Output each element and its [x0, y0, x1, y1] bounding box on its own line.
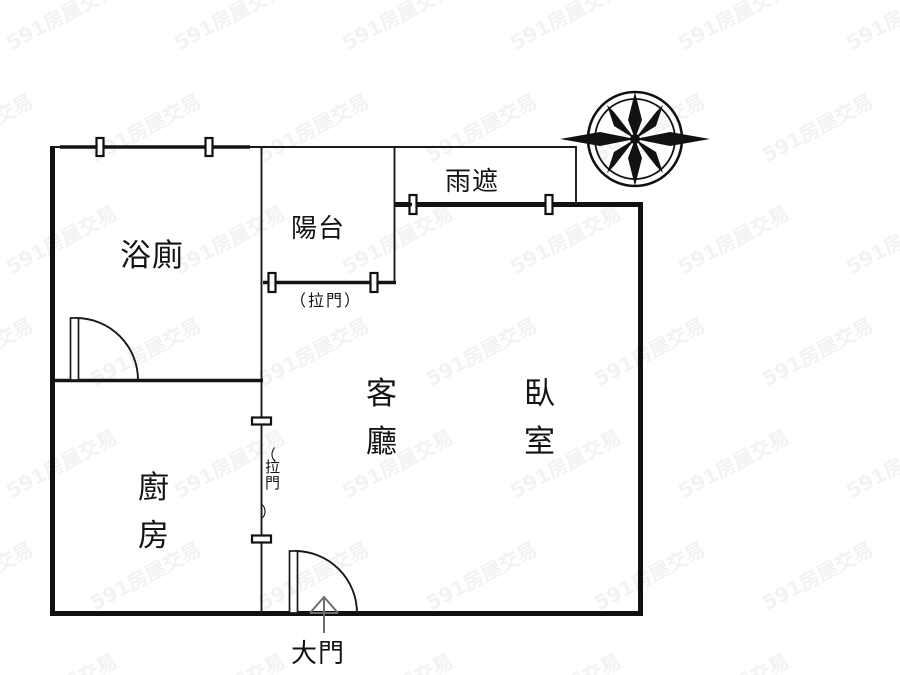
bathroom-window-cap-right	[204, 136, 214, 158]
entrance-door-swing-arc	[294, 550, 358, 614]
kitchen-sliding-door-cap-top[interactable]	[250, 416, 273, 426]
bathroom-window-cap-left	[95, 136, 105, 158]
entrance-door-leaf[interactable]	[288, 550, 299, 614]
compass-letter-north: N	[598, 132, 608, 145]
balcony-sliding-door-cap-left[interactable]	[267, 271, 277, 294]
compass-letter-south: S	[672, 132, 680, 145]
entrance-arrow-icon	[309, 595, 339, 633]
kitchen-sliding-door-cap-bottom[interactable]	[250, 534, 273, 544]
bathroom-door-swing-arc	[75, 317, 139, 381]
compass-rose	[560, 90, 710, 188]
rain-shade-window-cap-right	[544, 193, 554, 216]
balcony-sliding-door-cap-right[interactable]	[369, 271, 379, 294]
bathroom-door-leaf[interactable]	[69, 317, 80, 381]
rain-shade-outline	[394, 146, 577, 205]
